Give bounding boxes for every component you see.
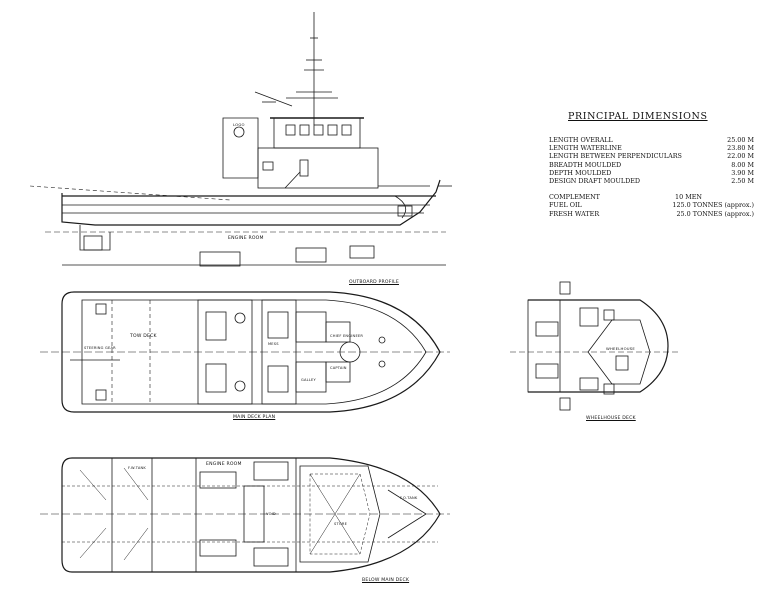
wheelhouse-label: WHEELHOUSE [606,346,635,351]
fresh-water-value: 25.0 TONNES (approx.) [676,209,754,218]
dimension-label: LENGTH OVERALL [549,136,613,144]
store-label: STORE [334,522,348,526]
dimension-value: 25.00 M [727,136,754,144]
wheelhouse-deck-caption: WHEELHOUSE DECK [586,416,636,421]
below-main-deck-view [40,457,450,573]
dimension-value: 8.00 M [731,160,754,169]
principal-dimensions-title: PRINCIPAL DIMENSIONS [568,111,708,122]
dimension-label: DESIGN DRAFT MOULDED [549,177,641,186]
mess-label: MESS [268,342,279,346]
dimension-row: LENGTH BETWEEN PERPENDICULARS 22.00 M [549,152,754,160]
dimension-row: DESIGN DRAFT MOULDED 2.50 M [549,177,754,185]
steering-gear-label: STEERING GEAR [84,346,116,350]
dimension-value: 23.80 M [727,144,754,153]
dimension-value: 22.00 M [727,152,754,161]
tow-deck-label: TOW DECK [130,334,157,339]
dimension-row: LENGTH WATERLINE 23.80 M [549,144,754,152]
principal-dimensions-table: LENGTH OVERALL 25.00 M LENGTH WATERLINE … [549,136,754,218]
outboard-profile-view [29,12,452,267]
outboard-profile-caption: OUTBOARD PROFILE [349,280,399,285]
fresh-water-row: FRESH WATER 25.0 TONNES (approx.) [549,210,754,218]
wheelhouse-deck-view [510,281,680,411]
complement-label: COMPLEMENT [549,193,600,202]
dimension-row: DEPTH MOULDED 3.90 M [549,169,754,177]
void-label: VOID [266,512,276,516]
fuel-oil-label: FUEL OIL [549,201,582,210]
dimension-value: 2.50 M [731,177,754,186]
dimension-row: LENGTH OVERALL 25.00 M [549,136,754,144]
fo-tank-label: F.O.TANK [400,496,418,500]
dimension-label: BREADTH MOULDED [549,160,622,169]
engine-room-lower-label: ENGINE ROOM [206,462,242,467]
complement-value: 10 MEN [675,193,702,202]
fw-tank-label: F.W.TANK [128,466,146,470]
fuel-oil-value: 125.0 TONNES (approx.) [672,201,754,210]
captain-label: CAPTAIN [330,366,347,370]
logo-label: LOGO [233,122,245,127]
dimension-label: LENGTH BETWEEN PERPENDICULARS [549,152,682,161]
dimension-value: 3.90 M [731,168,754,177]
chief-engineer-label: CHIEF ENGINEER [330,334,364,338]
engine-room-profile-label: ENGINE ROOM [228,236,264,241]
fuel-oil-row: FUEL OIL 125.0 TONNES (approx.) [549,201,754,209]
main-deck-plan-caption: MAIN DECK PLAN [233,415,276,420]
dimension-row: BREADTH MOULDED 8.00 M [549,161,754,169]
dimension-label: LENGTH WATERLINE [549,144,622,153]
dimension-label: DEPTH MOULDED [549,168,612,177]
complement-row: COMPLEMENT 10 MEN [549,193,754,201]
main-deck-plan-view [40,291,450,413]
below-main-deck-caption: BELOW MAIN DECK [362,578,410,583]
galley-label: GALLEY [301,378,316,382]
fresh-water-label: FRESH WATER [549,209,600,218]
